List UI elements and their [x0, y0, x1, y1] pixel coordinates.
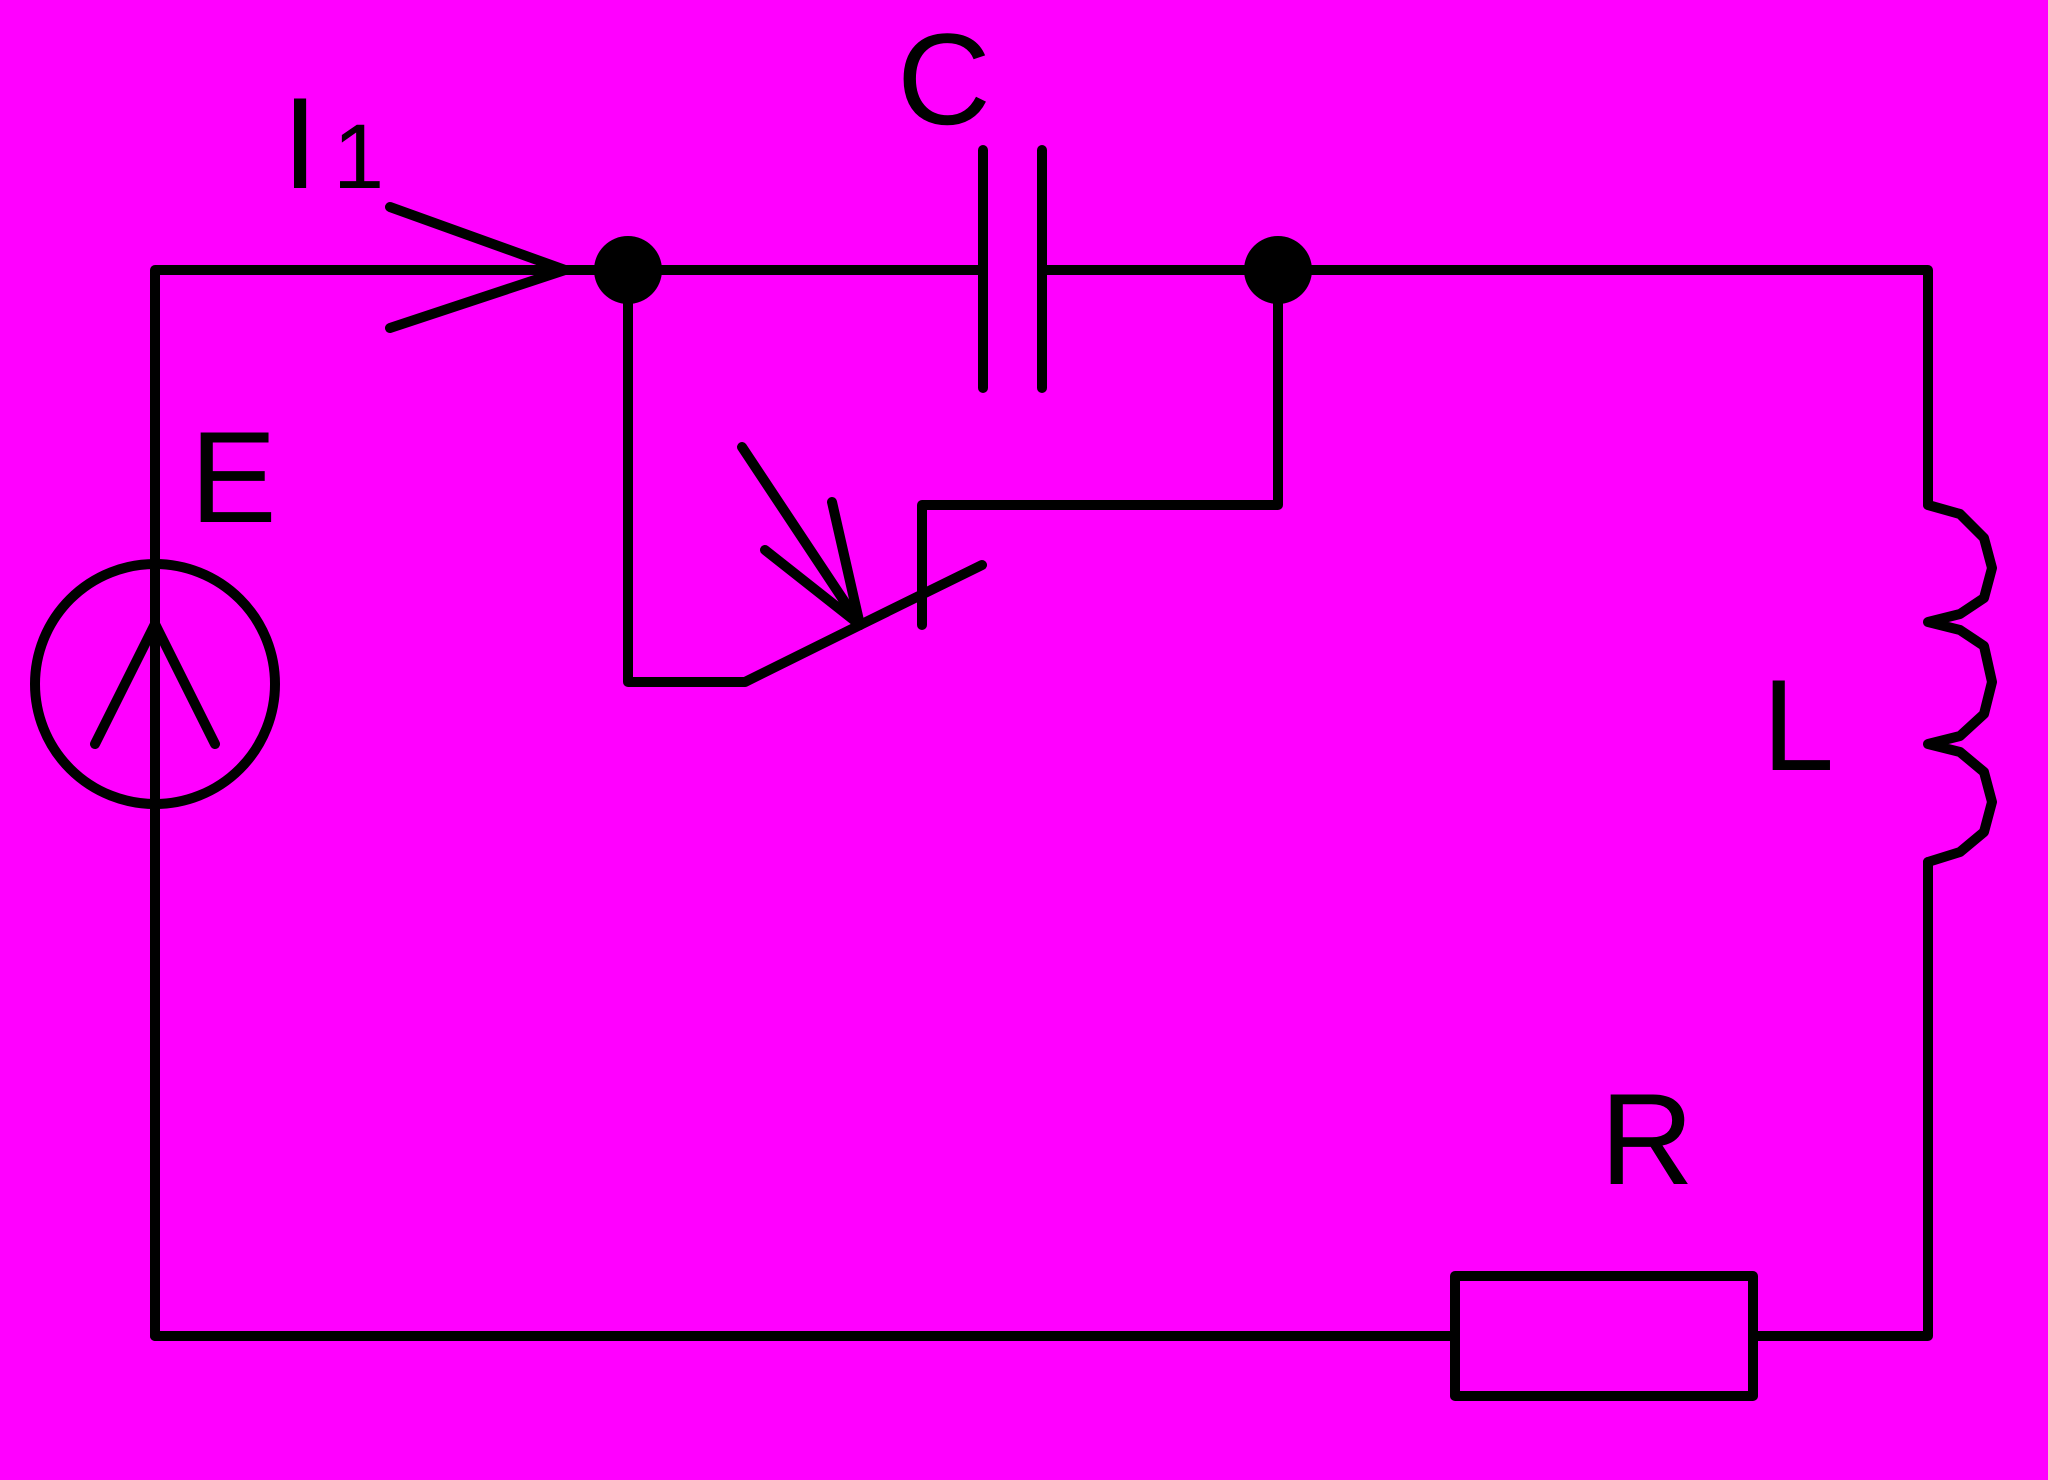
voltage-source: [30, 559, 280, 809]
inductor-label: L: [1762, 652, 1834, 798]
capacitor: [978, 145, 1047, 393]
junction-node-right: [1244, 236, 1312, 304]
transistor: [623, 265, 1283, 687]
capacitor-label: C: [897, 6, 991, 152]
right-wire-lower: [1752, 857, 1933, 1341]
current-subscript-label: 1: [333, 106, 384, 208]
source-label: E: [190, 404, 277, 550]
junction-node-left: [594, 236, 662, 304]
main-loop-wires: [150, 265, 1933, 1341]
transistor-base-wire: [917, 265, 1283, 630]
voltage-source-arrow: [90, 619, 220, 749]
current-label: I: [282, 70, 318, 216]
inductor: [1923, 500, 1997, 867]
resistor: [1450, 1271, 1758, 1401]
resistor-label: R: [1600, 1066, 1694, 1212]
transistor-emitter-wire: [623, 265, 865, 687]
current-arrow: [385, 202, 570, 333]
top-wire-right: [1037, 265, 1933, 510]
voltage-source-circle: [30, 559, 280, 809]
phototransistor-light-arrow-2: [827, 497, 865, 630]
top-wire-left: [150, 265, 985, 1341]
